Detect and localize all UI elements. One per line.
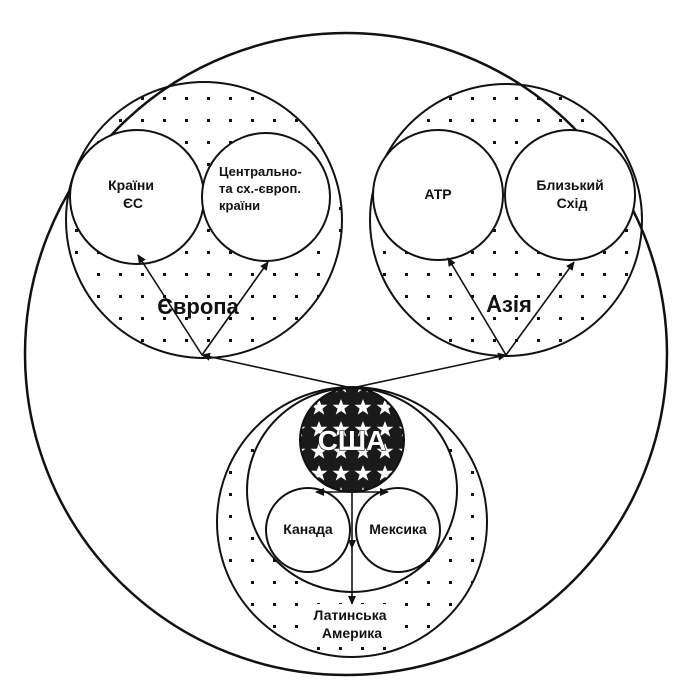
arrow-asia-to-apr: [447, 257, 507, 356]
usa-label: США: [318, 425, 387, 456]
canada-label: Канада: [283, 521, 333, 537]
central-eastern-europe-label: Центрально- та сх.-європ. країни: [219, 164, 305, 213]
europe-region: Країни ЄС Центрально- та сх.-європ. краї…: [65, 81, 343, 359]
eu-countries-label: Країни ЄС: [108, 177, 158, 211]
mexico-label: Мексика: [369, 521, 427, 537]
latin-america-label-bg: [300, 604, 404, 646]
apr-circle: [372, 129, 504, 261]
central-eastern-europe-circle: [201, 132, 331, 262]
arrow-europe-to-eu: [137, 254, 203, 356]
canada-circle: [265, 487, 351, 573]
arrow-europe-to-central: [201, 261, 269, 356]
mexico-circle: [355, 487, 441, 573]
asia-label: Азія: [486, 292, 532, 317]
arrow-usa-to-europe: [201, 352, 353, 389]
apr-label: АТР: [424, 186, 451, 202]
outer-world-circle: [23, 31, 669, 677]
arrow-usa-to-asia: [351, 352, 507, 389]
americas-region: США Канада Мексика Латинська Америка: [216, 386, 488, 658]
arrow-asia-to-middle-east: [505, 261, 575, 356]
middle-east-label: Близький Схід: [536, 177, 607, 211]
middle-east-circle: [504, 129, 636, 261]
latin-america-label: Латинська Америка: [314, 607, 391, 641]
asia-region: АТР Близький Схід Азія: [369, 83, 643, 357]
europe-label: Європа: [157, 294, 239, 319]
